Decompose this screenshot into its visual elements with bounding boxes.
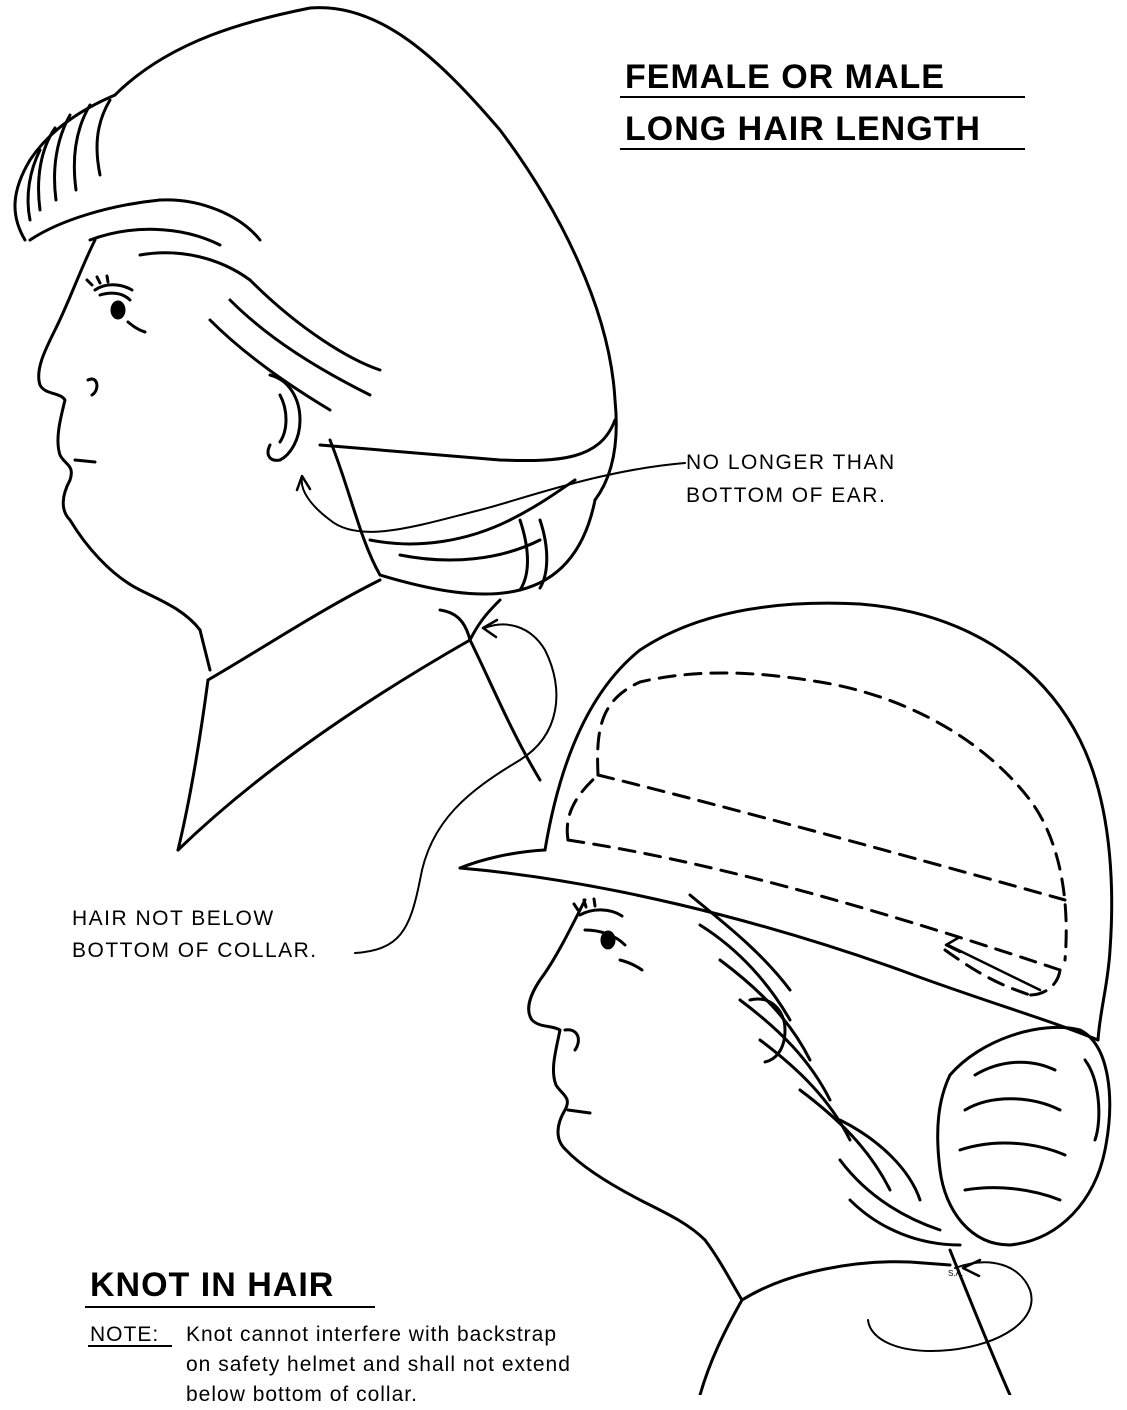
helmet-brim [460, 850, 545, 868]
face-profile [39, 240, 200, 630]
collar-leader-line [355, 624, 556, 953]
face-profile-2 [529, 900, 705, 1240]
title-line-1: FEMALE OR MALE [625, 60, 945, 94]
note-label-underline [88, 1345, 172, 1347]
title-line-2: LONG HAIR LENGTH [625, 112, 981, 146]
collar-callout-line-1: HAIR NOT BELOW [72, 908, 275, 929]
helmet-shell [545, 603, 1112, 1040]
collar-2 [742, 1262, 910, 1300]
callout-leaders [297, 463, 685, 953]
artist-initials: S.A. [948, 1270, 963, 1278]
collar-callout-line-2: BOTTOM OF COLLAR. [72, 940, 318, 961]
knot-heading: KNOT IN HAIR [90, 1268, 334, 1302]
note-text-line-3: below bottom of collar. [186, 1380, 418, 1410]
knot-heading-underline [85, 1306, 375, 1308]
note-text-line-1: Knot cannot interfere with backstrap [186, 1320, 557, 1350]
title-underline-1 [620, 96, 1025, 98]
figure-long-hair-profile [15, 8, 616, 850]
title-underline-2 [620, 148, 1025, 150]
collar-arrowhead [483, 620, 497, 637]
note-text-line-2: on safety helmet and shall not extend [186, 1350, 571, 1380]
ear-callout-line-1: NO LONGER THAN [686, 452, 896, 473]
ear-callout-line-2: BOTTOM OF EAR. [686, 485, 886, 506]
figure-helmet-knot [460, 603, 1112, 1395]
helmet-suspension-dashed [598, 673, 1067, 960]
collar [208, 580, 380, 680]
